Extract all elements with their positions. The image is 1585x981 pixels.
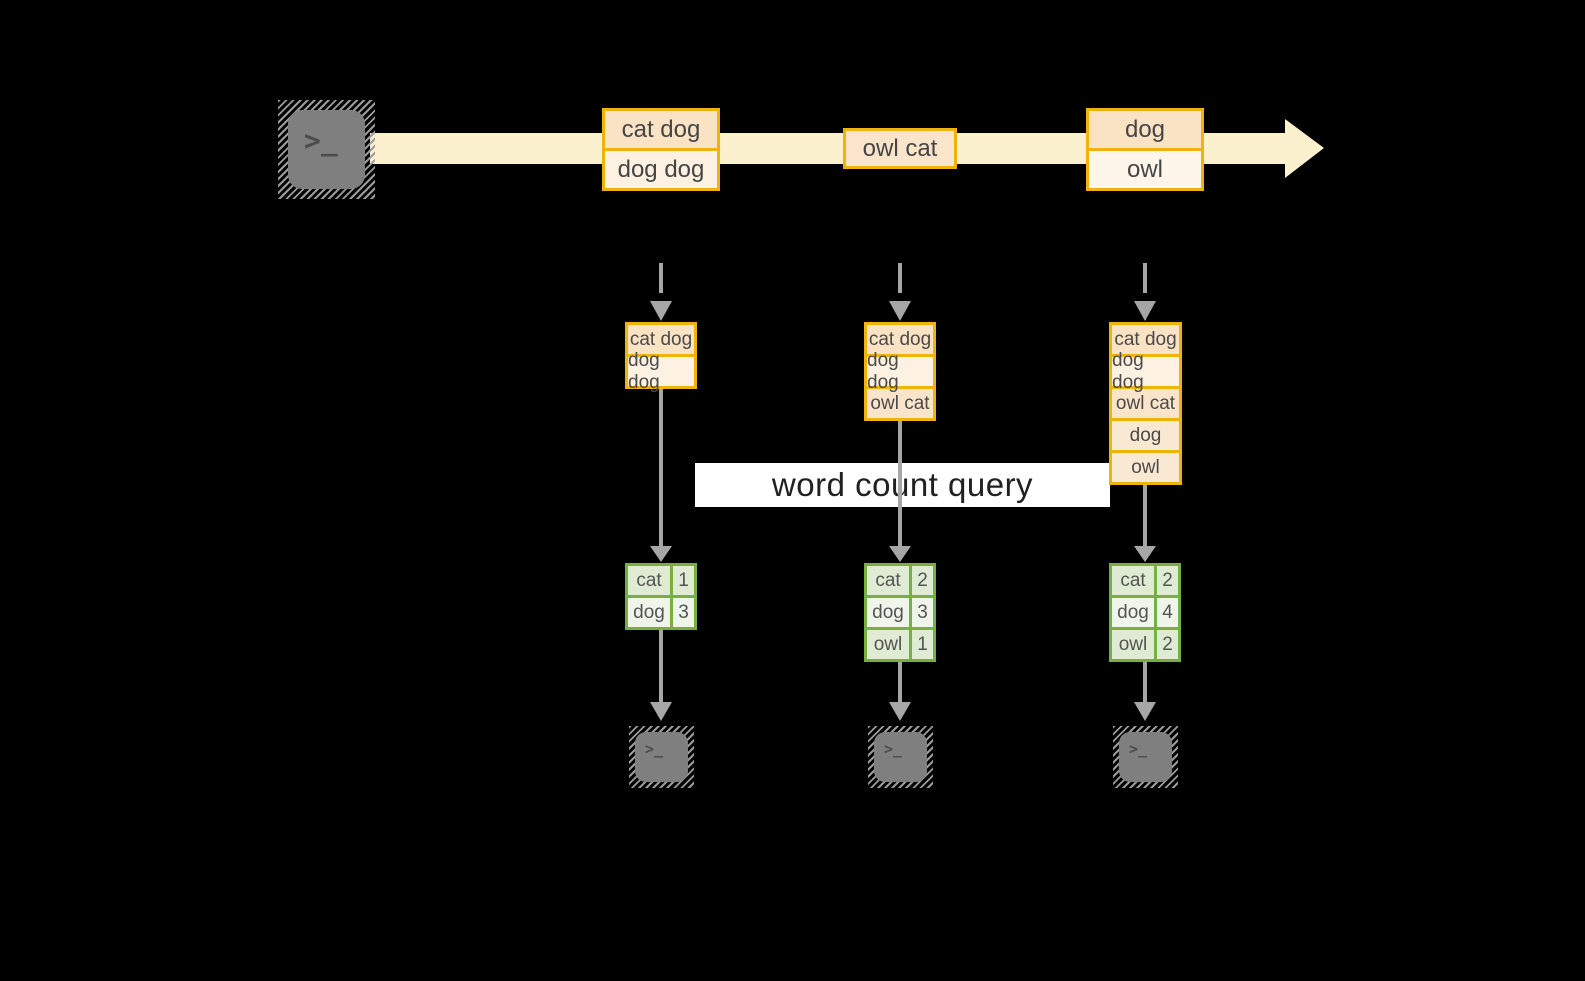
dashed-input-arrow-2 (889, 263, 911, 321)
sink-terminal-icon-2: >_ (868, 726, 933, 788)
count-row: dog 3 (628, 595, 694, 627)
count-row: cat 2 (1112, 566, 1178, 595)
buffer-row: cat dog (1112, 325, 1179, 354)
count-value-cell: 4 (1154, 598, 1178, 627)
task-buffer-2: cat dog dog dog owl cat (864, 322, 936, 421)
terminal-body: >_ (635, 732, 688, 782)
count-row: cat 2 (867, 566, 933, 595)
count-table-1: cat 1 dog 3 (625, 563, 697, 630)
count-row: owl 2 (1112, 627, 1178, 659)
count-row: cat 1 (628, 566, 694, 595)
event-row: owl cat (846, 131, 954, 166)
terminal-body: >_ (288, 110, 365, 189)
buffer-to-count-arrow-2 (889, 421, 911, 562)
sink-terminal-icon-3: >_ (1113, 726, 1178, 788)
buffer-row: dog dog (867, 350, 933, 393)
event-row: owl (1089, 148, 1201, 188)
buffer-row: owl cat (867, 386, 933, 418)
event-row: dog (1089, 111, 1201, 148)
count-word-cell: cat (628, 566, 670, 595)
stream-event-box-1: cat dog dog dog (602, 108, 720, 191)
count-word-cell: dog (1112, 598, 1154, 627)
stream-event-box-3: dog owl (1086, 108, 1204, 191)
buffer-to-count-arrow-3 (1134, 485, 1156, 562)
count-table-3: cat 2 dog 4 owl 2 (1109, 563, 1181, 662)
count-word-cell: dog (628, 598, 670, 627)
count-value-cell: 3 (670, 598, 694, 627)
dashed-input-arrow-1 (650, 263, 672, 321)
buffer-row: dog dog (628, 350, 694, 393)
banner-label: word count query (771, 466, 1034, 503)
count-row: dog 4 (1112, 595, 1178, 627)
terminal-prompt-glyph: >_ (304, 124, 338, 157)
count-value-cell: 1 (909, 630, 933, 659)
count-word-cell: cat (867, 566, 909, 595)
task-buffer-1: cat dog dog dog (625, 322, 697, 393)
count-value-cell: 2 (909, 566, 933, 595)
task-buffer-3: cat dog dog dog owl cat dog owl (1109, 322, 1182, 485)
terminal-prompt-glyph: >_ (884, 740, 903, 758)
count-word-cell: cat (1112, 566, 1154, 595)
terminal-prompt-glyph: >_ (1129, 740, 1148, 758)
count-word-cell: owl (1112, 630, 1154, 659)
count-word-cell: owl (867, 630, 909, 659)
buffer-row: dog dog (1112, 350, 1179, 393)
terminal-body: >_ (1119, 732, 1172, 782)
count-row: dog 3 (867, 595, 933, 627)
count-to-sink-arrow-1 (650, 630, 672, 721)
buffer-row: owl (1112, 450, 1179, 482)
buffer-row: dog (1112, 418, 1179, 450)
count-to-sink-arrow-3 (1134, 662, 1156, 721)
sink-terminal-icon-1: >_ (629, 726, 694, 788)
buffer-row: cat dog (628, 325, 694, 354)
count-value-cell: 2 (1154, 630, 1178, 659)
stream-event-box-2: owl cat (843, 128, 957, 169)
count-word-cell: dog (867, 598, 909, 627)
dashed-input-arrow-3 (1134, 263, 1156, 321)
buffer-row: owl cat (1112, 386, 1179, 418)
terminal-body: >_ (874, 732, 927, 782)
event-row: dog dog (605, 148, 717, 188)
count-to-sink-arrow-2 (889, 662, 911, 721)
count-row: owl 1 (867, 627, 933, 659)
word-count-query-banner: word count query (695, 463, 1110, 507)
count-value-cell: 1 (670, 566, 694, 595)
buffer-row: cat dog (867, 325, 933, 354)
event-row: cat dog (605, 111, 717, 148)
buffer-to-count-arrow-1 (650, 389, 672, 562)
terminal-prompt-glyph: >_ (645, 740, 664, 758)
count-value-cell: 2 (1154, 566, 1178, 595)
stream-source-terminal-icon: >_ (278, 100, 375, 199)
count-table-2: cat 2 dog 3 owl 1 (864, 563, 936, 662)
count-value-cell: 3 (909, 598, 933, 627)
